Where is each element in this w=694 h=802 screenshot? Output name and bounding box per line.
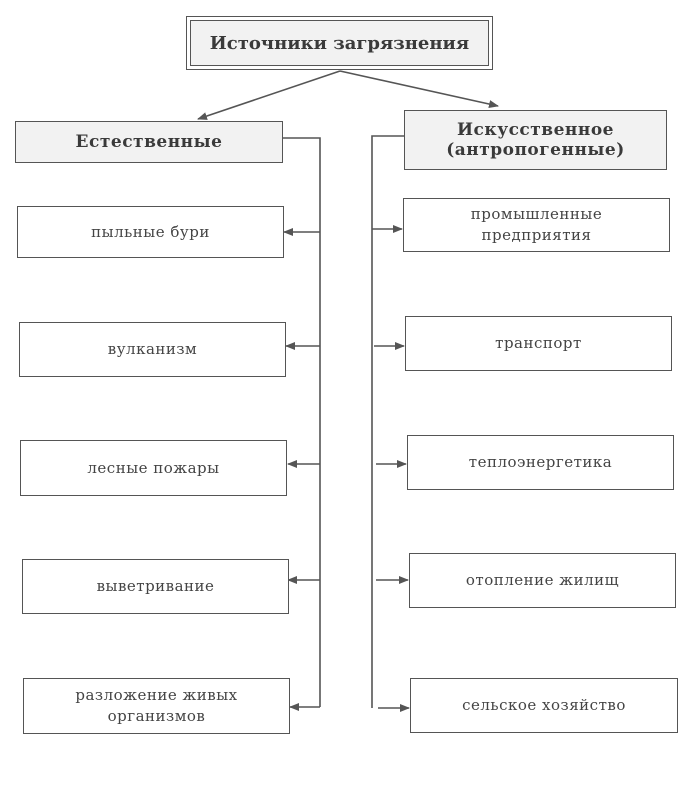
anthropogenic-item: сельское хозяйство [410,678,678,733]
anthropogenic-item: отопление жилищ [409,553,676,608]
anthropogenic-item: транспорт [405,316,672,371]
arrow-root-to-anthropogenic [339,70,499,108]
natural-item-label: вулканизм [107,340,198,358]
root-title: Источники загрязнения [190,20,489,66]
anthropogenic-header: Искусственное (антропогенные) [404,110,667,170]
natural-item: вулканизм [19,322,286,377]
anthropogenic-item: промышленные предприятия [403,198,670,252]
natural-item: выветривание [22,559,289,614]
natural-item-label: пыльные бури [91,222,210,241]
natural-item-label: лесные пожары [87,458,220,477]
anthropogenic-item-label: транспорт [495,334,582,352]
natural-trunk-line [283,137,321,707]
anthropogenic-item-label: промышленные предприятия [470,205,603,244]
natural-item-label: выветривание [96,577,215,595]
arrow-root-to-natural [197,70,341,120]
anthropogenic-header-label: Искусственное (антропогенные) [446,120,625,160]
natural-header: Естественные [15,121,283,163]
anthropogenic-item-label: отопление жилищ [465,571,620,589]
anthropogenic-item: теплоэнергетика [407,435,674,490]
root-node: Источники загрязнения [186,16,493,70]
natural-item: разложение живых организмов [23,678,290,734]
anthropogenic-item-label: сельское хозяйство [462,696,626,714]
anthropogenic-trunk-line [371,135,404,708]
natural-item-label: разложение живых организмов [75,686,238,725]
natural-item: пыльные бури [17,206,284,258]
natural-header-label: Естественные [75,132,223,152]
natural-item: лесные пожары [20,440,287,496]
anthropogenic-item-label: теплоэнергетика [468,453,613,471]
